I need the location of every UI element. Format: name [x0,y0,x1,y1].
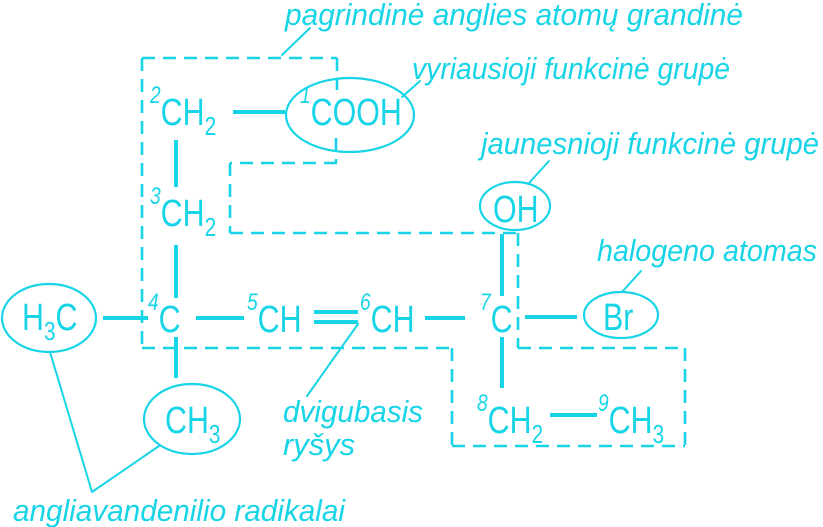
leader-radical-ch3 [91,445,160,493]
atom-c9-main: CH [609,400,653,442]
atom-c6-main: CH [371,299,415,341]
atom-c2: 2CH2 [149,81,216,141]
atom-c2-sub: 2 [205,112,217,141]
atom-c4: 4C [148,288,181,341]
atom-c8-sup: 8 [477,389,488,417]
ellipse-cooh [284,76,416,154]
label-double-bond-line1: dvigubasis [283,394,423,429]
atom-c5-main: CH [258,299,302,341]
leader-junior-group [528,160,550,184]
leader-halogen [621,270,642,293]
atom-c1-cooh-sup: 1 [300,81,311,109]
atom-c5: 5CH [247,288,302,341]
atom-c3: 3CH2 [150,182,216,242]
atom-c1-cooh-main: COOH [311,92,402,134]
label-double-bond-line2: ryšys [283,427,355,462]
leader-double-bond [306,323,359,397]
atom-c4-main: C [159,299,181,341]
atom-c6-sup: 6 [360,288,371,316]
atom-c3-sup: 3 [150,182,161,210]
atom-c8: 8CH2 [477,389,543,449]
atom-c2-sup: 2 [149,81,161,109]
atom-c9: 9CH3 [598,389,664,449]
atom-oh-main: OH [493,189,539,231]
atom-h3c-radical-sub: 3 [44,317,56,346]
ellipse-ch3 [142,382,242,456]
ellipse-oh [478,180,552,232]
atom-c5-sup: 5 [247,288,258,316]
atom-c7: 7C [480,288,513,341]
atom-br: Br [603,297,633,339]
leader-radical-h3c [49,351,93,493]
atom-c7-main: C [491,299,513,341]
leader-main-chain [281,27,311,56]
atom-c3-main: CH [161,193,205,235]
atom-c1-cooh: 1COOH [300,81,402,134]
atom-h3c-radical: H3C [22,297,77,346]
atom-c7-sup: 7 [480,288,491,316]
label-main-chain: pagrindinė anglies atomų grandinė [284,0,743,32]
atom-oh: OH [493,189,539,231]
atom-c9-sub: 3 [653,420,665,449]
label-hydrocarbon-radicals: angliavandenilio radikalai [13,493,346,527]
atom-c9-sup: 9 [598,389,609,417]
atom-br-main: Br [603,297,633,339]
atom-c8-sub: 2 [532,420,544,449]
atom-ch3-radical-sub: 3 [209,420,221,449]
label-senior-functional-group: vyriausioji funkcinė grupė [412,51,730,86]
label-junior-functional-group: jaunesnioji funkcinė grupė [477,126,819,161]
atom-c8-main: CH [488,400,532,442]
leader-senior-group [401,80,421,98]
label-halogen-atom: halogeno atomas [597,233,817,268]
atom-h3c-radical-main: C [56,297,78,339]
atom-c3-sub: 2 [205,213,217,242]
atom-c4-sup: 4 [148,288,159,316]
atom-c6: 6CH [360,288,415,341]
atom-c2-main: CH [161,92,205,134]
atom-ch3-radical-main: CH [165,400,209,442]
atom-h3c-radical-main: H [22,297,44,339]
atom-ch3-radical: CH3 [165,400,220,449]
